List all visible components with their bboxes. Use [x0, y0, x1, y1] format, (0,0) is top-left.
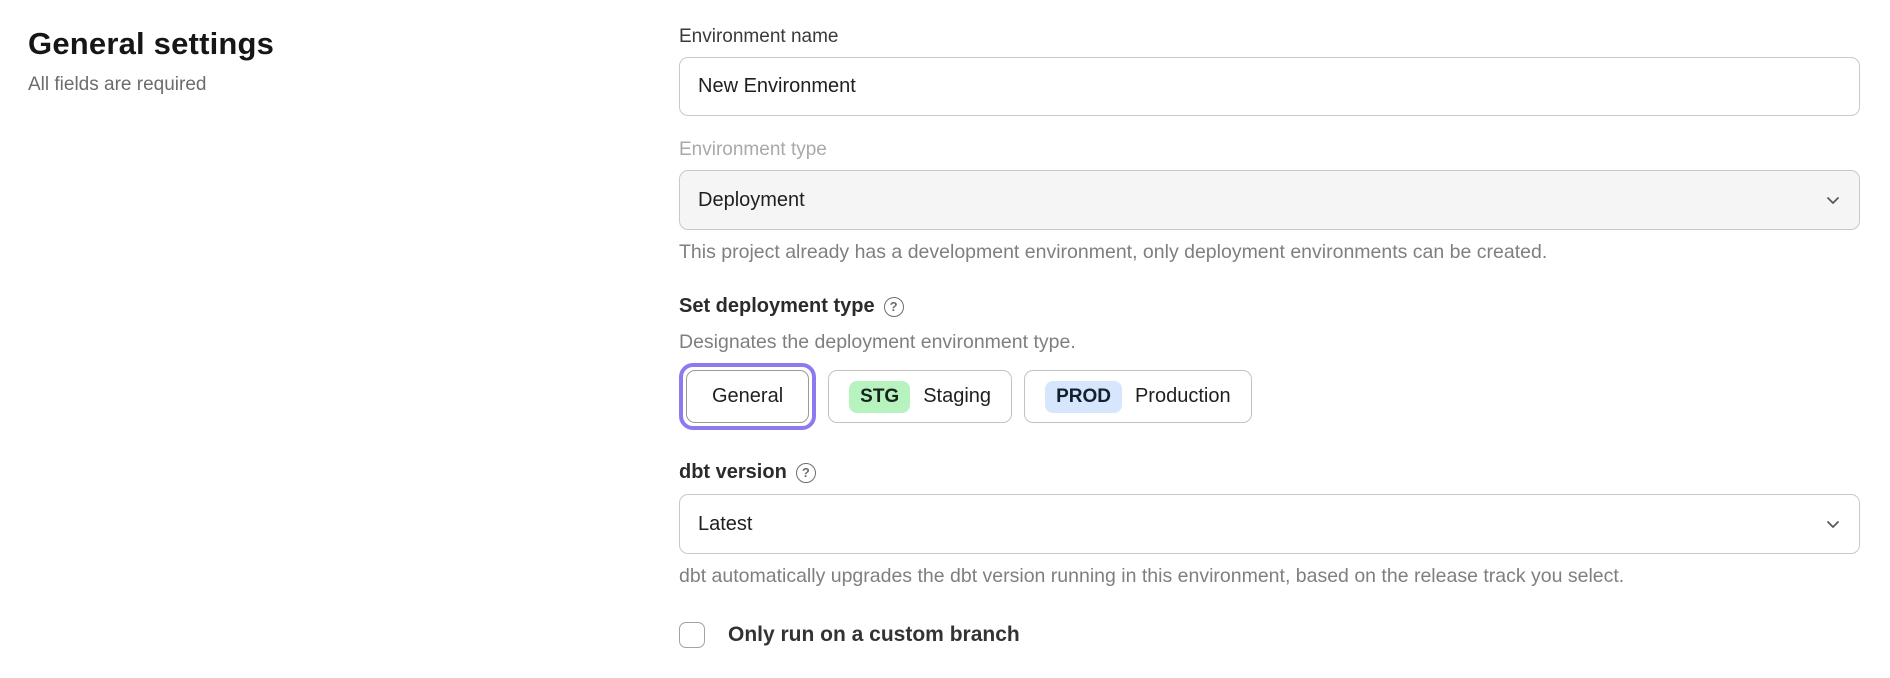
selected-option-ring: General — [679, 363, 817, 430]
dbt-version-select[interactable]: Latest — [679, 494, 1860, 554]
deployment-type-header: Set deployment type ? — [679, 295, 1860, 318]
environment-type-value: Deployment — [698, 188, 805, 211]
production-button-label: Production — [1134, 385, 1231, 407]
deployment-type-staging-button[interactable]: STG Staging — [828, 370, 1013, 423]
deployment-type-production-button[interactable]: PROD Production — [1024, 370, 1252, 423]
question-circle-icon[interactable]: ? — [795, 462, 816, 483]
staging-button-label: Staging — [923, 385, 992, 407]
dbt-version-helper: dbt automatically upgrades the dbt versi… — [679, 565, 1625, 587]
environment-type-select[interactable]: Deployment — [679, 170, 1860, 230]
deployment-type-options: General STG Staging PROD Production — [679, 363, 1860, 430]
dbt-version-value: Latest — [698, 512, 753, 535]
custom-branch-checkbox[interactable] — [679, 622, 705, 648]
deployment-type-title: Set deployment type — [679, 295, 875, 317]
deployment-type-description: Designates the deployment environment ty… — [679, 331, 1076, 353]
dbt-version-header: dbt version ? — [679, 461, 1860, 484]
custom-branch-row: Only run on a custom branch — [679, 622, 1860, 648]
prod-badge: PROD — [1045, 380, 1122, 413]
deployment-type-general-button[interactable]: General — [686, 370, 810, 423]
custom-branch-label[interactable]: Only run on a custom branch — [728, 623, 1020, 646]
environment-form: Environment name Environment type Deploy… — [679, 26, 1860, 648]
general-button-label: General — [712, 385, 784, 407]
environment-name-input[interactable] — [679, 57, 1860, 116]
page-title: General settings — [28, 26, 275, 61]
environment-type-helper: This project already has a development e… — [679, 241, 1548, 263]
chevron-down-icon — [1827, 197, 1839, 204]
question-circle-icon[interactable]: ? — [883, 296, 904, 317]
environment-name-label: Environment name — [679, 26, 839, 47]
page-subtitle: All fields are required — [28, 74, 207, 95]
stg-badge: STG — [849, 380, 911, 413]
dbt-version-title: dbt version — [679, 461, 787, 483]
section-intro: General settings All fields are required — [28, 26, 588, 96]
chevron-down-icon — [1827, 521, 1839, 528]
environment-type-label: Environment type — [679, 139, 827, 160]
